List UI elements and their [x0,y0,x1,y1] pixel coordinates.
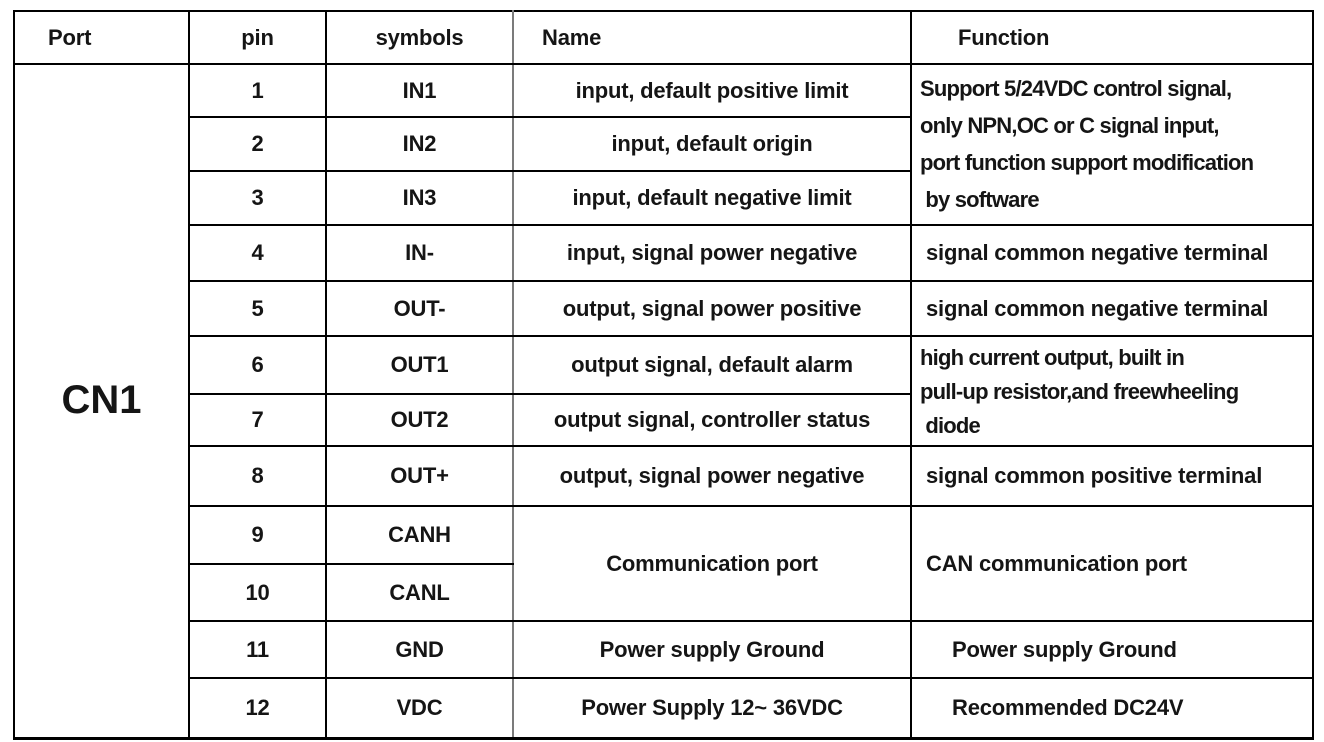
symbol-cell-out-plus: OUT+ [325,445,514,507]
pin-cell-3: 3 [188,170,327,226]
name-cell-11: Power supply Ground [512,620,912,679]
symbol-cell-gnd: GND [325,620,514,679]
port-group-cell: CN1 [13,63,190,739]
symbol-cell-in-minus: IN- [325,224,514,282]
row-pin-7: 7 OUT2 output signal, controller status [14,392,1313,448]
row-pin-3: 3 IN3 input, default negative limit [14,170,1313,226]
cn1-pinout-table: Port pin symbols Name Function CN1 1 IN1… [13,10,1314,740]
row-pin-5: 5 OUT- output, signal power positive sig… [14,280,1314,337]
header-port: Port [13,10,190,65]
name-cell-4: input, signal power negative [512,224,912,282]
pin-cell-6: 6 [188,335,327,395]
header-function: Function [910,10,1314,65]
pin-cell-9: 9 [188,505,327,565]
row-pin-11: 11 GND Power supply Ground Power supply … [14,620,1314,679]
function-cell-8: signal common positive terminal [910,445,1314,507]
row-pin-4: 4 IN- input, signal power negative signa… [14,224,1314,282]
row-pin-8: 8 OUT+ output, signal power negative sig… [14,445,1314,507]
pin-cell-8: 8 [188,445,327,507]
function-cell-4: signal common negative terminal [910,224,1314,282]
pin-cell-10: 10 [188,563,327,622]
row-pin-2: 2 IN2 input, default origin [14,116,1313,172]
pin-cell-11: 11 [188,620,327,679]
pin-cell-4: 4 [188,224,327,282]
name-cell-6: output signal, default alarm [512,335,912,395]
symbol-cell-out2: OUT2 [325,392,514,448]
symbol-cell-in2: IN2 [325,116,514,172]
name-cell-pins-9-10: Communication port [512,505,912,622]
pin-cell-1: 1 [188,63,327,118]
header-pin: pin [188,10,327,65]
name-cell-12: Power Supply 12~ 36VDC [512,677,912,739]
function-cell-11: Power supply Ground [910,620,1314,679]
function-cell-pins-9-10: CAN communication port [910,505,1314,622]
row-pin-9: 9 CANH Communication port CAN communicat… [14,505,1314,622]
pin-cell-5: 5 [188,280,327,337]
symbol-cell-in3: IN3 [325,170,514,226]
symbol-cell-out1: OUT1 [325,335,514,395]
header-name: Name [512,10,912,65]
pin-cell-2: 2 [188,116,327,172]
function-cell-pins-6-7: high current output, built in pull-up re… [910,335,1314,447]
name-cell-8: output, signal power negative [512,445,912,507]
row-pin-6: 6 OUT1 output signal, default alarm high… [14,335,1314,447]
name-cell-5: output, signal power positive [512,280,912,337]
function-cell-12: Recommended DC24V [910,677,1314,739]
symbol-cell-in1: IN1 [325,63,514,118]
symbol-cell-vdc: VDC [325,677,514,739]
name-cell-1: input, default positive limit [512,63,912,118]
symbol-cell-canl: CANL [325,563,514,622]
symbol-cell-out-minus: OUT- [325,280,514,337]
pin-cell-7: 7 [188,392,327,448]
name-cell-3: input, default negative limit [512,170,912,226]
function-cell-5: signal common negative terminal [910,280,1314,337]
row-pin-12: 12 VDC Power Supply 12~ 36VDC Recommende… [14,677,1314,739]
function-cell-pins-1-3: Support 5/24VDC control signal, only NPN… [910,63,1314,226]
symbol-cell-canh: CANH [325,505,514,565]
name-cell-2: input, default origin [512,116,912,172]
row-pin-10: 10 CANL [14,563,1313,622]
row-pin-1: CN1 1 IN1 input, default positive limit … [13,63,1314,739]
pin-cell-12: 12 [188,677,327,739]
header-row: Port pin symbols Name Function [13,10,1314,65]
name-cell-7: output signal, controller status [512,392,912,448]
header-symbols: symbols [325,10,514,65]
